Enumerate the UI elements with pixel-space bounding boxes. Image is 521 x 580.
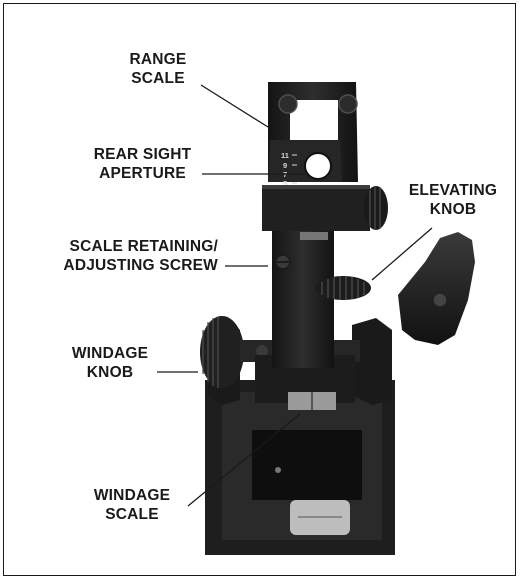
label-rear-sight-aperture: REAR SIGHT APERTURE bbox=[93, 146, 192, 182]
aperture-hole bbox=[304, 152, 332, 180]
sight-housing bbox=[262, 185, 370, 231]
right-ear bbox=[352, 318, 392, 405]
elevating-wheel bbox=[315, 276, 371, 300]
charging-handle bbox=[398, 232, 475, 345]
svg-text:7: 7 bbox=[283, 170, 287, 179]
label-elevating-knob: ELEVATING KNOB bbox=[408, 182, 498, 218]
svg-text:11: 11 bbox=[281, 151, 289, 160]
label-windage-scale: WINDAGE SCALE bbox=[93, 487, 171, 523]
elevating-knob-shape bbox=[364, 186, 388, 230]
svg-text:5: 5 bbox=[283, 179, 287, 188]
windage-knob-shape bbox=[200, 316, 244, 388]
label-scale-retaining-screw: SCALE RETAINING/ ADJUSTING SCREW bbox=[63, 238, 218, 274]
label-range-scale: RANGE SCALE bbox=[129, 51, 187, 87]
svg-text:9: 9 bbox=[283, 161, 287, 170]
sight-post bbox=[272, 228, 334, 368]
label-windage-knob: WINDAGE KNOB bbox=[71, 345, 149, 381]
